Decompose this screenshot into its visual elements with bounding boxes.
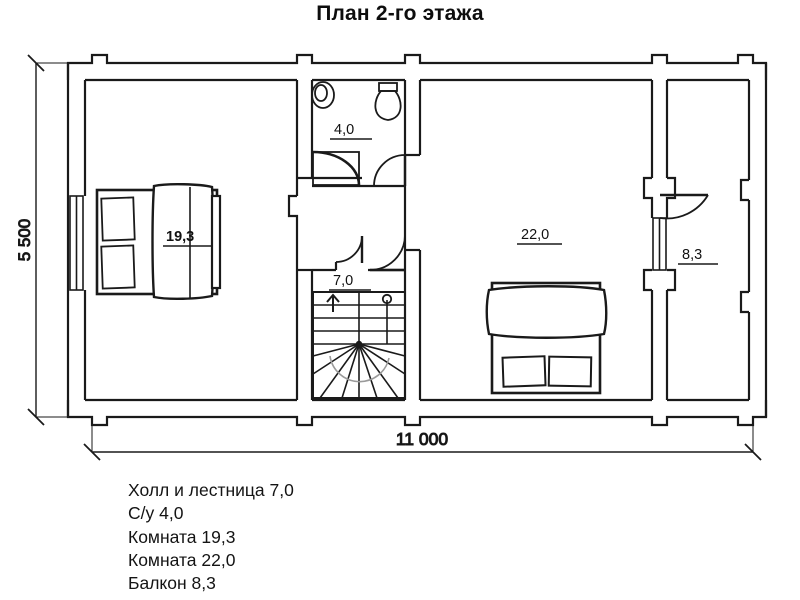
dimension-width-label: 11 000 (396, 429, 448, 449)
area-label-room-left: 19,3 (166, 229, 194, 245)
toilet-icon (374, 82, 402, 121)
dimension-height-label: 5 500 (15, 219, 34, 262)
area-label-hall: 7,0 (333, 273, 353, 289)
interior-wall-2-upper (403, 80, 422, 250)
interior-wall-2-lower (403, 250, 422, 400)
wall-right-joint-lower (739, 290, 749, 314)
sink-icon (311, 81, 335, 109)
interior-wall-3-lower (650, 290, 669, 400)
wall-right-joint-upper (739, 178, 749, 202)
interior-wall-3-joint-bot (642, 268, 677, 292)
legend-item-balcony: Балкон 8,3 (128, 573, 216, 594)
page-title: План 2-го этажа (316, 2, 484, 25)
shower-icon (312, 150, 361, 186)
wall-top-outer (66, 53, 768, 80)
dimension-height: 5 500 (15, 54, 68, 426)
staircase-icon (312, 291, 406, 399)
area-label-bathroom: 4,0 (334, 122, 354, 138)
bed-icon-left (95, 183, 222, 300)
interior-wall-1-joint-a (287, 194, 299, 246)
dimension-width: 11 000 (83, 425, 762, 461)
area-labels-group: 4,0 7,0 19,3 22,0 8,3 (163, 122, 718, 291)
legend-item-room-left: Комната 19,3 (128, 526, 236, 547)
area-label-balcony: 8,3 (682, 247, 702, 263)
door-bathroom-arc (373, 154, 406, 187)
door-hall-arc2 (335, 235, 363, 263)
legend: Холл и лестница 7,0 С/у 4,0 Комната 19,3… (128, 479, 458, 595)
window-balcony (652, 217, 667, 271)
interior-wall-3-upper (650, 80, 669, 178)
door-balcony-arc (659, 194, 709, 220)
bathroom-partition (312, 176, 405, 188)
bed-icon-right (485, 281, 608, 395)
doors-group (334, 154, 709, 272)
area-label-room-right: 22,0 (521, 227, 549, 243)
window-left (69, 195, 84, 291)
interior-wall-3-joint-top (642, 176, 677, 218)
legend-item-room-right: Комната 22,0 (128, 549, 236, 570)
legend-item-bathroom: С/у 4,0 (128, 503, 184, 524)
wall-bottom-outer (66, 400, 768, 427)
door-hall-arc (369, 234, 406, 271)
legend-item-hall: Холл и лестница 7,0 (128, 480, 294, 500)
